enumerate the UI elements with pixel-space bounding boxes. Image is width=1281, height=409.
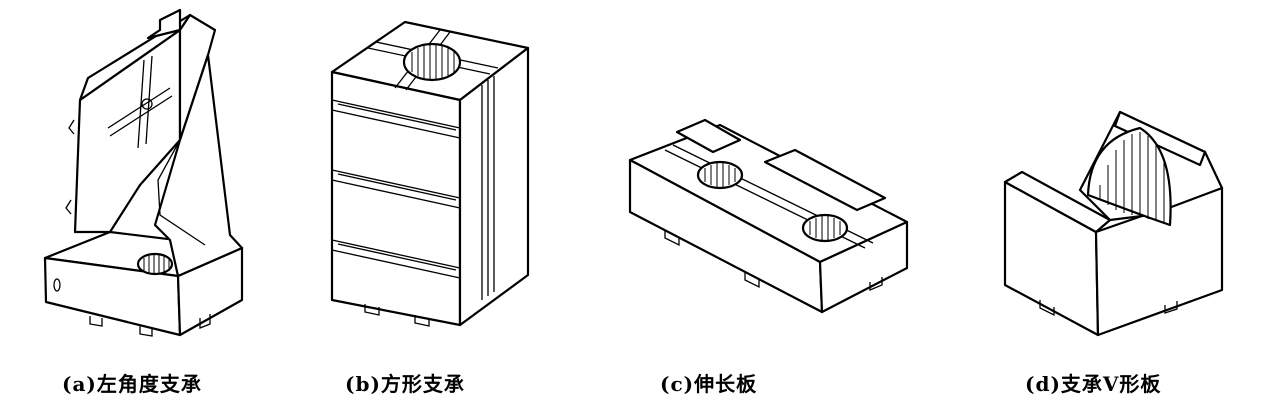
figure-c-extension-plate	[625, 0, 915, 350]
figure-b-square-support	[320, 0, 540, 350]
v-support-plate-illustration	[1003, 110, 1224, 337]
extension-plate-illustration	[628, 118, 909, 314]
figure-d-v-support-plate	[1000, 0, 1230, 350]
figure-a-angle-support	[30, 0, 260, 350]
caption-c: (c)伸长板	[660, 372, 758, 396]
angle-support-illustration	[43, 8, 244, 337]
square-support-illustration	[330, 20, 530, 327]
caption-a: (a)左角度支承	[62, 372, 202, 396]
caption-d: (d)支承V形板	[1025, 372, 1162, 396]
caption-b: (b)方形支承	[345, 372, 465, 396]
